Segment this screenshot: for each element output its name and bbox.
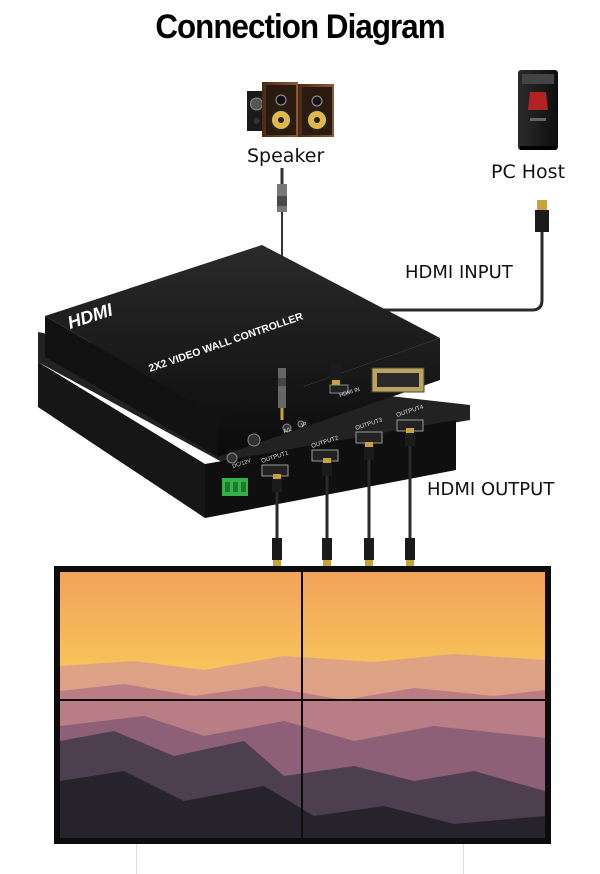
port-ir-label: IR [301, 421, 308, 428]
port-audio-label: A/L [283, 427, 293, 435]
video-wall-image [60, 572, 545, 838]
video-wall [54, 566, 551, 844]
video-wall-controller [38, 245, 470, 518]
diagram-title: Connection Diagram [155, 8, 445, 46]
port-dc-label: DC/12V [232, 458, 252, 470]
hdmi-output-cables [272, 428, 415, 566]
speaker-icon [247, 82, 334, 137]
hdmi-input-label: HDMI INPUT [405, 262, 513, 283]
speaker-label: Speaker [247, 145, 325, 167]
wall-stand-right [463, 844, 464, 874]
hdmi-output-label: HDMI OUTPUT [427, 479, 555, 500]
pc-tower-icon [518, 70, 558, 150]
wall-stand-left [136, 844, 137, 874]
pc-host-label: PC Host [491, 161, 566, 183]
